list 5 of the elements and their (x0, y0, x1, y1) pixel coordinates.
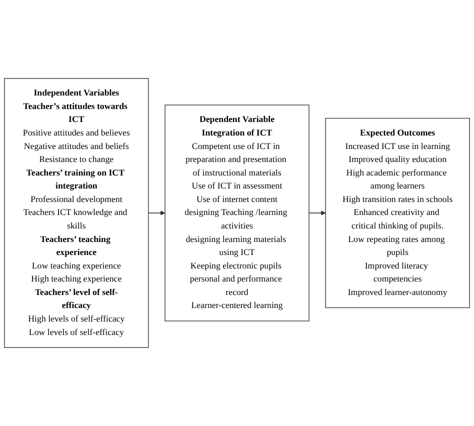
node-box: Expected Outcomes Increased ICT use in learning Improved quality education High academic performance among learners High transition rates in schools Enhanced creativity and critical thinking of pupils. Low repeating rates among pupils Improved literacy competencies Improved learner-autonomy (325, 118, 470, 308)
arrow (148, 210, 166, 216)
arrow (308, 210, 326, 216)
node-box: Dependent Variable Integration of ICT Competent use of ICT in preparation and presentation of instructional materials Use of ICT in assessment Use of internet content designing Teaching /learning activities designing learning materials using ICT Keeping electronic pupils personal and performance record Learner-centered learning (164, 104, 310, 322)
node-box: Independent Variables Teacher’s attitudes towards ICT Positive attitudes and believes Negative attitudes and beliefs Resistance to change Teachers’ training on ICT integration Professional development Teachers ICT knowledge and skills Teachers’ teaching experience Low teaching experience High teaching experience Teachers’ level of self-efficacy High levels of self-efficacy Low levels of self-efficacy (4, 78, 149, 348)
